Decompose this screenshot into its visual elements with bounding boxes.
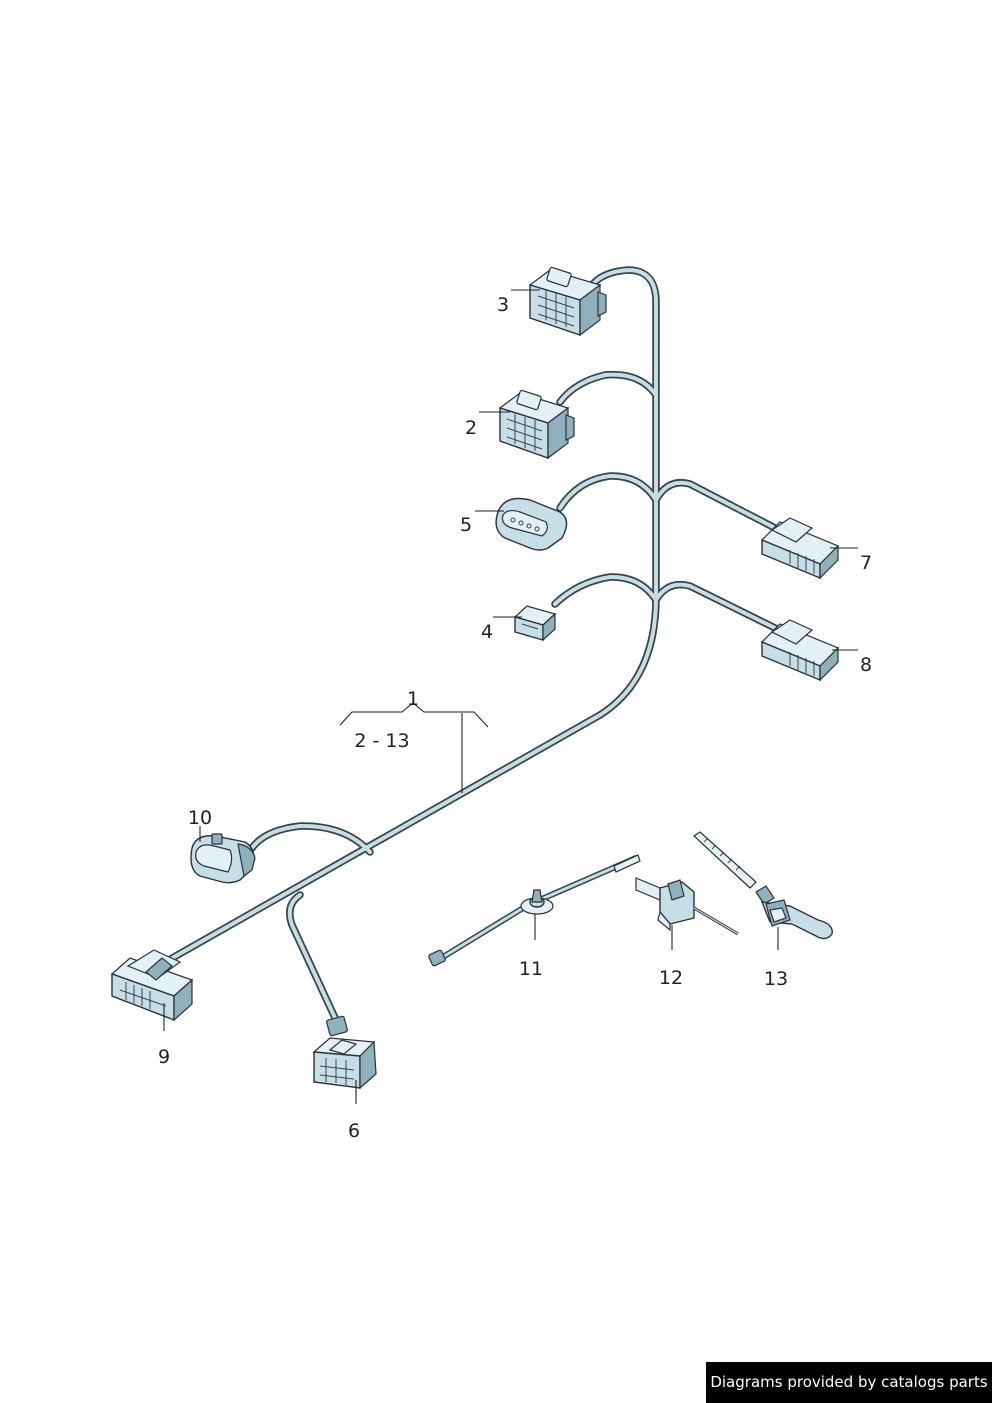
clip-12	[635, 877, 739, 936]
callout-10: 10	[188, 807, 212, 829]
callout-12: 12	[659, 967, 683, 989]
connector-2	[498, 389, 575, 460]
connector-6	[312, 1015, 377, 1090]
cable-tie-11	[428, 854, 641, 967]
callout-6: 6	[348, 1120, 360, 1142]
connector-8	[760, 619, 840, 682]
callout-8: 8	[860, 654, 872, 676]
callout-9: 9	[158, 1046, 170, 1068]
callout-7: 7	[860, 552, 872, 574]
callout-2: 2	[465, 417, 477, 439]
callout-1-range: 2 - 13	[354, 730, 409, 752]
connector-9	[110, 949, 194, 1022]
callout-5: 5	[460, 514, 472, 536]
callout-labels: 1 2 - 13 3 2 5 4 7 8 10 9 6 11 12 13	[158, 294, 872, 1142]
cable-tie-13	[693, 831, 833, 940]
callout-13: 13	[764, 968, 788, 990]
callout-4: 4	[481, 621, 493, 643]
connector-4	[513, 605, 557, 642]
connector-10	[190, 833, 256, 884]
leader-lines	[163, 289, 858, 1104]
callout-1: 1	[407, 688, 419, 710]
connector-3	[528, 266, 607, 337]
connector-7	[760, 517, 840, 580]
harness-wires	[156, 266, 779, 1024]
connector-5	[495, 497, 568, 551]
callout-3: 3	[497, 294, 509, 316]
attribution-banner: Diagrams provided by catalogs parts	[706, 1362, 992, 1403]
callout-11: 11	[519, 958, 543, 980]
